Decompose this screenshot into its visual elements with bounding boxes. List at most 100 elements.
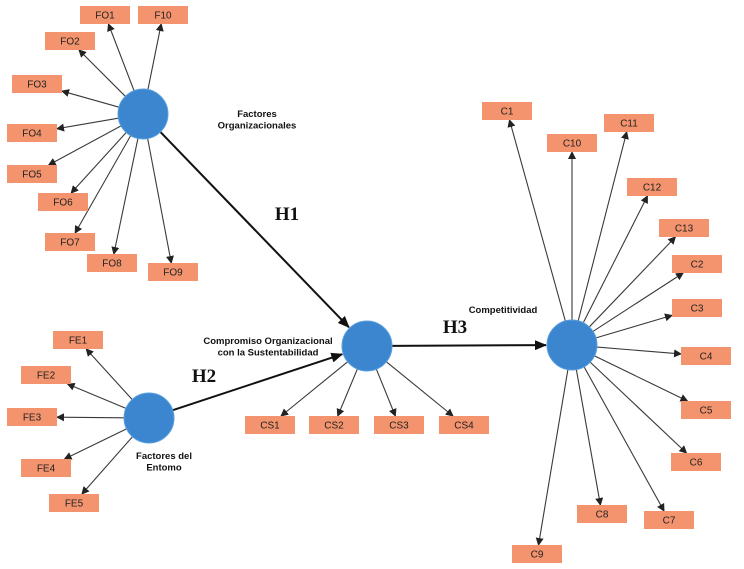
indicator-fo9: FO9 <box>148 263 198 281</box>
indicator-label: FE1 <box>69 336 88 347</box>
loading-arrow-fe4 <box>63 428 127 460</box>
loading-arrow-f10 <box>147 23 164 90</box>
indicator-cs2: CS2 <box>309 416 359 434</box>
indicator-label: FO2 <box>60 37 80 48</box>
indicator-fe3: FE3 <box>7 408 57 426</box>
indicator-label: FO3 <box>27 80 47 91</box>
indicator-label: FO7 <box>60 238 80 249</box>
indicator-c10: C10 <box>547 134 597 152</box>
indicator-c4: C4 <box>681 347 731 365</box>
indicator-label: C9 <box>531 550 544 561</box>
loading-arrow-fo2 <box>78 49 126 97</box>
indicator-c13: C13 <box>659 219 709 237</box>
indicator-fo6: FO6 <box>38 193 88 211</box>
loading-arrow-fe1 <box>85 348 133 400</box>
indicator-fe5: FE5 <box>49 494 99 512</box>
indicator-label: FO4 <box>22 129 42 140</box>
loading-arrow-fo8 <box>111 138 139 255</box>
indicator-label: C8 <box>596 510 609 521</box>
path-h3 <box>391 340 548 351</box>
indicator-c5: C5 <box>681 401 731 419</box>
indicator-label: FE3 <box>23 413 42 424</box>
hypothesis-label-h3: H3 <box>443 317 467 338</box>
loading-arrow-c7 <box>583 366 665 512</box>
indicator-label: CS1 <box>260 421 280 432</box>
indicator-label: FO1 <box>95 11 115 22</box>
loading-arrow-c11 <box>577 131 629 321</box>
indicator-c6: C6 <box>671 453 721 471</box>
loading-arrow-fo5 <box>47 125 122 166</box>
indicator-fo1: FO1 <box>80 6 130 24</box>
loading-arrow-c4 <box>596 346 682 358</box>
indicator-label: C12 <box>643 183 662 194</box>
loading-arrow-c8 <box>575 369 604 506</box>
indicator-fo7: FO7 <box>45 233 95 251</box>
hypothesis-label-h1: H1 <box>275 204 299 225</box>
construct-node-c <box>546 319 598 371</box>
indicator-fo2: FO2 <box>45 32 95 50</box>
loading-arrow-fo9 <box>147 138 174 264</box>
indicator-fe4: FE4 <box>21 459 71 477</box>
loading-arrow-cs4 <box>386 361 454 417</box>
indicator-fe2: FE2 <box>21 366 71 384</box>
indicator-label: FO9 <box>163 268 183 279</box>
indicator-label: C2 <box>691 260 704 271</box>
indicator-c11: C11 <box>604 114 654 132</box>
path-h2 <box>172 352 344 412</box>
indicator-c2: C2 <box>672 255 722 273</box>
indicator-label: C4 <box>700 352 713 363</box>
indicator-fo5: FO5 <box>7 165 57 183</box>
indicator-label: FO8 <box>102 259 122 270</box>
loading-arrow-c5 <box>594 355 689 402</box>
indicator-fo8: FO8 <box>87 254 137 272</box>
loading-arrow-fe5 <box>81 436 133 495</box>
hypothesis-label-h2: H2 <box>192 366 216 387</box>
indicator-c1: C1 <box>482 102 532 120</box>
loading-arrow-fo1 <box>107 23 135 91</box>
indicator-fo4: FO4 <box>7 124 57 142</box>
indicator-cs4: CS4 <box>439 416 489 434</box>
indicator-cs1: CS1 <box>245 416 295 434</box>
loading-arrow-fe3 <box>56 413 125 422</box>
construct-node-fe <box>123 392 175 444</box>
loading-arrow-c1 <box>507 119 566 322</box>
loading-arrow-cs3 <box>375 368 397 417</box>
indicator-fe1: FE1 <box>53 331 103 349</box>
loading-arrow-fo6 <box>70 132 127 194</box>
loading-arrow-fe2 <box>66 383 127 409</box>
indicator-label: C10 <box>563 139 582 150</box>
indicator-label: F10 <box>154 11 172 22</box>
indicator-f10: F10 <box>138 6 188 24</box>
indicator-label: CS3 <box>389 421 409 432</box>
indicator-label: C13 <box>675 224 694 235</box>
indicator-label: C6 <box>690 458 703 469</box>
indicator-label: FO6 <box>53 198 73 209</box>
indicator-label: CS2 <box>324 421 344 432</box>
loading-arrow-c13 <box>588 236 677 328</box>
loading-arrow-fo7 <box>74 135 132 234</box>
construct-node-cs <box>341 320 393 372</box>
indicator-label: FE4 <box>37 464 56 475</box>
loading-arrow-c3 <box>595 313 673 339</box>
indicator-label: C11 <box>620 119 638 130</box>
indicator-label: C5 <box>700 406 713 417</box>
indicator-c8: C8 <box>577 505 627 523</box>
loading-arrow-c2 <box>592 272 684 332</box>
loading-arrow-fo3 <box>61 89 120 108</box>
construct-node-fo <box>117 88 169 140</box>
loading-arrow-c9 <box>535 369 569 546</box>
loading-arrow-cs1 <box>280 361 348 417</box>
indicator-label: FE2 <box>37 371 56 382</box>
indicator-label: CS4 <box>454 421 474 432</box>
indicator-c7: C7 <box>644 511 694 529</box>
indicator-label: C3 <box>691 304 704 315</box>
indicator-c9: C9 <box>512 545 562 563</box>
indicator-label: FO5 <box>22 170 42 181</box>
loading-arrow-fo4 <box>56 117 119 132</box>
indicator-c12: C12 <box>627 178 677 196</box>
